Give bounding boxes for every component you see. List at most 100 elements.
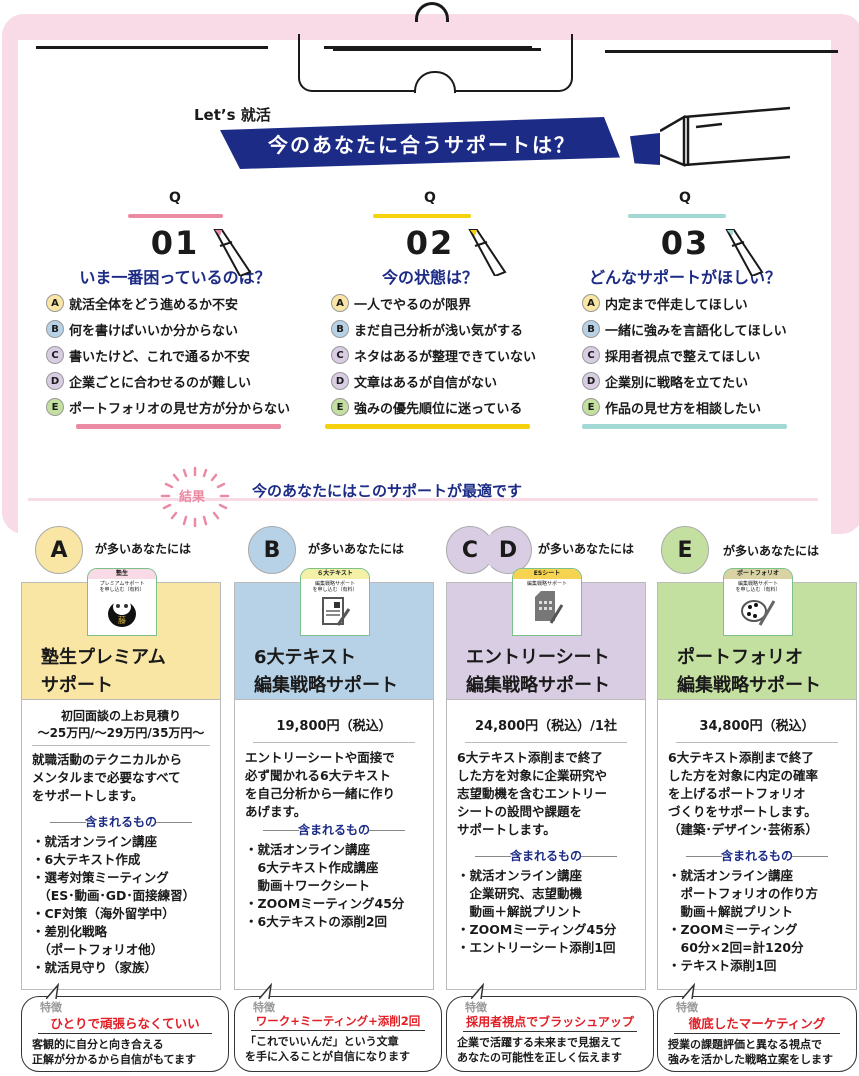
included-items: ・就活オンライン講座 ・6大テキスト作成 ・選考対策ミーティング （ES･動画･… (32, 834, 196, 975)
price: 34,800円（税込） (676, 718, 838, 743)
apply-tag[interactable]: ポートフォリオ 編集戦略サポート を申し込む（有料） (723, 568, 793, 636)
feature-bubble: 特徴 採用者視点でブラッシュアップ 企業で活躍する未来まで見据えて あなたの可能… (446, 983, 654, 1072)
badge-a: A (46, 294, 64, 312)
paper-line (36, 46, 268, 49)
q-bar (628, 214, 726, 218)
plan-title: 6大テキスト編集戦略サポート (254, 647, 398, 696)
feature-text: 企業で活躍する未来まで見据えて あなたの可能性を正しく伝えます (457, 1036, 622, 1064)
badge-c: C (331, 346, 349, 364)
price-line-2: 〜25万円/〜29万円/35万円〜 (32, 725, 210, 746)
included-label: 含まれるもの (457, 847, 635, 865)
key-circle-e: E (661, 526, 709, 574)
q-bar (128, 214, 223, 218)
plan-title: 塾生プレミアムサポート (41, 647, 166, 696)
badge-b: B (46, 320, 64, 338)
badge-d: D (331, 372, 349, 390)
q-label: Q (424, 190, 436, 206)
badge-b: B (331, 320, 349, 338)
feature-headline: 徹底したマーケティング (674, 1013, 840, 1034)
feature-bubble: 特徴 徹底したマーケティング 授業の課題評価と異なる視点で 強みを活かした戦略立… (657, 983, 857, 1072)
badge-c: C (582, 346, 600, 364)
for-you-label: が多いあなたには (538, 542, 635, 556)
pencil-icon (468, 229, 507, 276)
feature-headline: ワーク+ミーティング+添削2回 (251, 1013, 425, 1031)
feature-bubble: 特徴 ひとりで頑張らなくていい 客観的に自分と向き合える 正解が分かるから自信が… (21, 983, 229, 1072)
plan-title: ポートフォリオ編集戦略サポート (677, 647, 821, 696)
for-you-label: が多いあなたには (308, 542, 405, 556)
badge-a: A (582, 294, 600, 312)
result-divider (28, 498, 818, 501)
price: 19,800円（税込） (253, 718, 415, 743)
q-label: Q (169, 190, 181, 206)
plan-body: 初回面談の上お見積り 〜25万円/〜29万円/35万円〜 就職活動のテクニカルか… (21, 700, 221, 990)
q-number: 01 (150, 224, 200, 262)
plan-body: 19,800円（税込） エントリーシートや面接で 必ず聞かれる6大テキスト を自… (234, 700, 434, 990)
badge-e: E (331, 398, 349, 416)
feature-text: 客観的に自分と向き合える 正解が分かるから自信がもてます (32, 1038, 197, 1066)
for-you-label: が多いあなたには (95, 542, 192, 556)
bubble-tail-icon (471, 983, 485, 999)
plan-title: エントリーシート編集戦略サポート (466, 647, 610, 696)
included-label: 含まれるもの (668, 847, 846, 865)
key-circle-d: D (484, 526, 532, 574)
apply-tag[interactable]: ESシート 編集戦略サポート (512, 568, 582, 636)
paper-line (333, 48, 541, 51)
burst-label: 結果 (179, 490, 206, 505)
key-circle-a: A (35, 526, 83, 574)
q-label: Q (679, 190, 691, 206)
for-you-label: が多いあなたには (723, 544, 820, 558)
q-underline (582, 424, 787, 429)
page-title: 今のあなたに合うサポートは？ (268, 133, 576, 157)
paper-line (605, 50, 838, 53)
document-pen-icon (322, 597, 351, 626)
apply-tag[interactable]: ６大テキスト 編集戦略サポート を申し込む（有料） (300, 568, 370, 636)
badge-e: E (46, 398, 64, 416)
key-circle-b: B (248, 526, 296, 574)
bubble-tail-icon (682, 983, 696, 999)
clip-board-icon (298, 34, 573, 93)
q-title: 今の状態は？ (381, 268, 478, 287)
q-underline (76, 424, 281, 429)
q-bar (373, 214, 471, 218)
plan-description: 6大テキスト添削まで終了 した方を対象に内定の確率 を上げるポートフォリオ づく… (668, 750, 819, 837)
badge-a: A (331, 294, 349, 312)
palette-icon (741, 600, 776, 626)
badge-d: D (46, 372, 64, 390)
clip-ring (412, 0, 452, 22)
q-number: 03 (660, 224, 710, 262)
burst-icon (160, 466, 230, 528)
included-label: 含まれるもの (245, 821, 423, 839)
included-label: 含まれるもの (32, 813, 210, 831)
badge-e: E (582, 398, 600, 416)
result-title: 今のあなたにはこのサポートが最適です (252, 482, 523, 500)
svg-text:藤: 藤 (118, 615, 126, 625)
badge-d: D (582, 372, 600, 390)
badge-b: B (582, 320, 600, 338)
apply-tag[interactable]: 塾生 プレミアムサポート を申し込む（有料） 藤 (87, 568, 157, 636)
feature-headline: 採用者視点でブラッシュアップ (463, 1013, 637, 1032)
pencil-icon (213, 229, 252, 276)
feature-headline: ひとりで頑張らなくていい (38, 1013, 212, 1034)
marker-tip-icon (630, 133, 660, 165)
price: 24,800円（税込）/1社 (465, 718, 627, 743)
q-title: いま一番困っているのは？ (79, 268, 271, 287)
q-title: どんなサポートがほしい？ (588, 268, 781, 287)
included-items: ・就活オンライン講座 6大テキスト作成講座 動画＋ワークシート ・ZOOMミーテ… (245, 842, 405, 929)
feature-bubble: 特徴 ワーク+ミーティング+添削2回 「これでいいんだ」という文章 を手に入るこ… (234, 983, 442, 1072)
bubble-tail-icon (46, 983, 60, 999)
